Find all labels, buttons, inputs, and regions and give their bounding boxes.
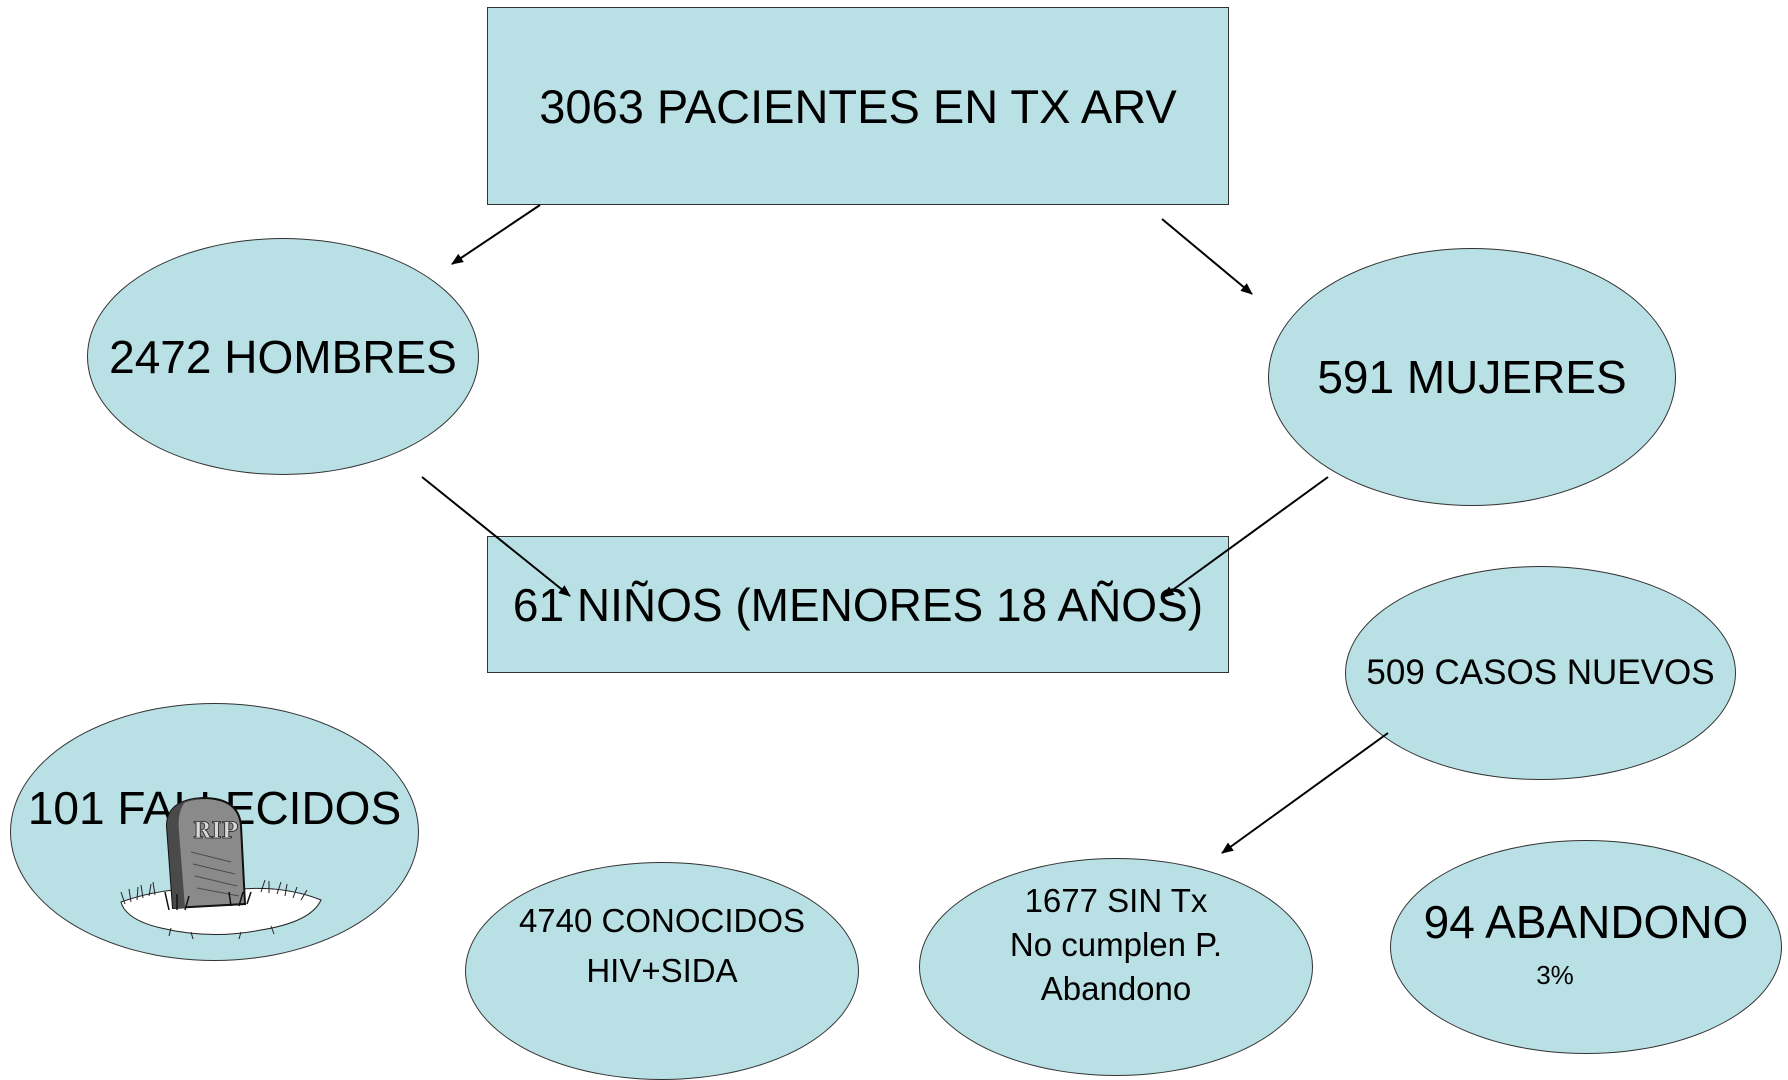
- node-abandon: 94 ABANDONO 3%: [1390, 840, 1782, 1054]
- node-deceased: 101 FALLECIDOS RIP: [10, 703, 419, 961]
- arrow-total-to-men: [451, 204, 541, 265]
- node-children-label: 61 NIÑOS (MENORES 18 AÑOS): [512, 578, 1204, 631]
- svg-text:RIP: RIP: [193, 818, 238, 844]
- node-known-line1: 4740 CONOCIDOS: [518, 902, 806, 939]
- node-women-label: 591 MUJERES: [1317, 351, 1627, 403]
- node-women: 591 MUJERES: [1268, 248, 1676, 506]
- tombstone-icon: RIP: [120, 796, 322, 940]
- node-total-patients: 3063 PACIENTES EN TX ARV: [487, 7, 1229, 205]
- arrow-new-cases-to-no-treatment: [1221, 732, 1389, 854]
- node-no-treatment-line1: 1677 SIN Tx: [1024, 882, 1208, 919]
- node-total-patients-label: 3063 PACIENTES EN TX ARV: [539, 79, 1177, 133]
- node-men-label: 2472 HOMBRES: [109, 330, 457, 383]
- node-men: 2472 HOMBRES: [87, 238, 479, 475]
- node-new-cases-label: 509 CASOS NUEVOS: [1366, 653, 1715, 692]
- node-no-treatment-line3: Abandono: [1040, 970, 1192, 1007]
- arrow-total-to-women: [1161, 218, 1253, 295]
- node-no-treatment: 1677 SIN Tx No cumplen P. Abandono: [919, 858, 1313, 1076]
- node-abandon-label: 94 ABANDONO: [1423, 896, 1749, 948]
- node-known-line2: HIV+SIDA: [586, 952, 738, 989]
- node-abandon-percent: 3%: [1536, 960, 1574, 990]
- node-children: 61 NIÑOS (MENORES 18 AÑOS): [487, 536, 1229, 673]
- node-new-cases: 509 CASOS NUEVOS: [1345, 566, 1736, 780]
- node-no-treatment-line2: No cumplen P.: [1009, 926, 1223, 963]
- node-known: 4740 CONOCIDOS HIV+SIDA: [465, 862, 859, 1080]
